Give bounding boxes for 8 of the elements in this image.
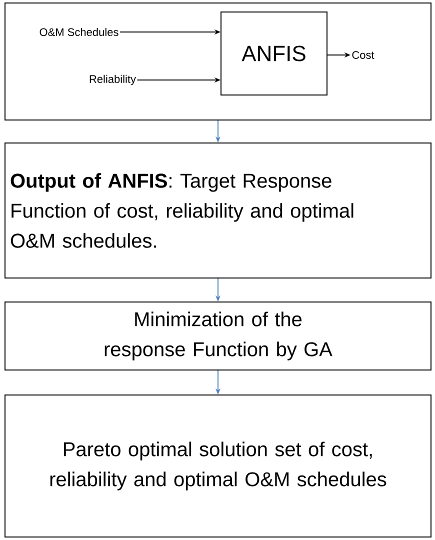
process-box: Output of ANFIS: Target Response Function of cost, reliability and optimal O&M schedules. — [4, 142, 432, 278]
process-box: Pareto optimal solution set of cost, reliability and optimal O&M schedules — [4, 394, 432, 538]
process-box: ANFIS — [220, 12, 328, 96]
signal-label: Cost — [352, 51, 374, 59]
signal-label: O&M Schedules — [40, 28, 118, 36]
input-output-frame — [4, 2, 432, 120]
process-box: Minimization of the response Function by GA — [4, 302, 432, 370]
signal-label: Reliability — [90, 74, 136, 86]
